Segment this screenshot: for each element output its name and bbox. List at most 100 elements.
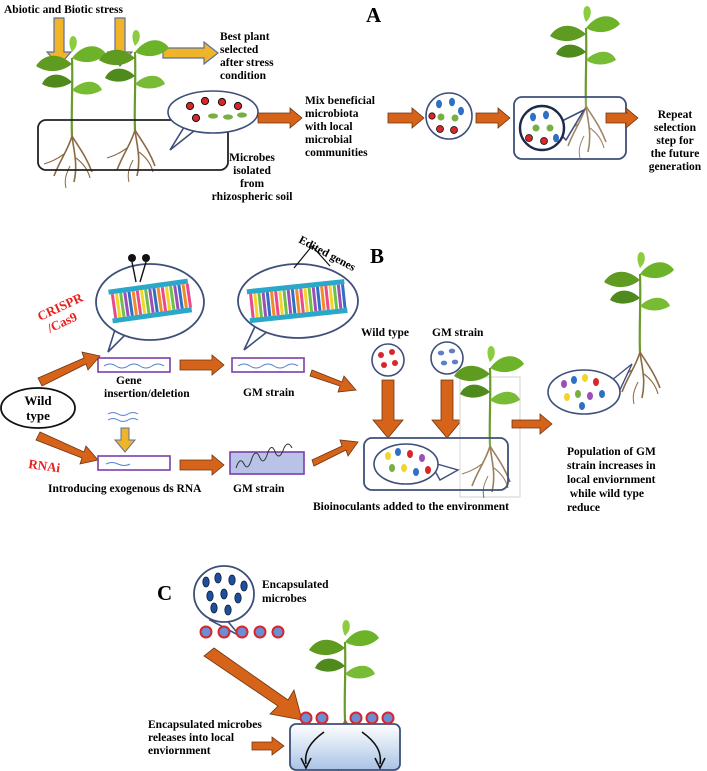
stress-label: Abiotic and Biotic stress bbox=[4, 4, 123, 16]
capsule bbox=[240, 580, 248, 592]
capsule bbox=[220, 588, 228, 600]
gm-strain-top-label: GM strain bbox=[243, 387, 295, 399]
dna-rung bbox=[295, 288, 301, 314]
gm-strain-label: GM strain bbox=[432, 327, 484, 339]
microbe-dot bbox=[389, 349, 395, 355]
dna-rung bbox=[269, 291, 276, 316]
dna-rung bbox=[299, 288, 305, 313]
plant-icon bbox=[34, 34, 108, 190]
dna-rung bbox=[181, 284, 188, 309]
soil-box bbox=[37, 119, 229, 171]
wild-type-oval bbox=[0, 387, 76, 429]
dna-wave bbox=[105, 462, 131, 466]
capsule-bead bbox=[315, 711, 329, 725]
microbe-dot bbox=[378, 352, 384, 358]
dna-ladder bbox=[246, 279, 345, 295]
dna-rung bbox=[169, 285, 176, 310]
release-arrow bbox=[300, 757, 312, 770]
dna-wave bbox=[237, 363, 299, 369]
dsrna-arrow bbox=[113, 427, 137, 453]
dna-rung bbox=[290, 289, 297, 314]
soil-container bbox=[289, 723, 401, 771]
dna-rung bbox=[173, 285, 180, 310]
flow-arrow bbox=[311, 439, 359, 467]
dna-rung bbox=[261, 292, 268, 317]
flow-arrow bbox=[372, 379, 404, 439]
dna-ladder bbox=[108, 278, 189, 295]
dna-ladder bbox=[249, 307, 348, 324]
rnai-arrow bbox=[35, 431, 99, 465]
delivery-arrow bbox=[203, 647, 303, 721]
microbe-dot bbox=[440, 360, 448, 366]
dna-rung bbox=[341, 284, 347, 309]
dna-wave bbox=[103, 363, 165, 369]
dna-rung bbox=[127, 291, 134, 316]
dna-rung bbox=[160, 286, 168, 312]
microbe-cluster bbox=[385, 448, 431, 476]
dna-rung bbox=[164, 286, 172, 311]
dna-rung bbox=[257, 292, 263, 318]
crispr-label: CRISPR/Cas9 bbox=[35, 289, 92, 337]
capsule bbox=[206, 590, 214, 602]
capsule bbox=[202, 576, 210, 588]
release-arrow bbox=[374, 757, 386, 770]
release-arrow bbox=[361, 731, 382, 765]
panel-label-b: B bbox=[370, 244, 384, 268]
capsule bbox=[214, 572, 222, 584]
dna-rung bbox=[123, 292, 130, 317]
flow-arrow bbox=[179, 354, 225, 376]
dna-rung bbox=[307, 287, 314, 312]
microbe-dot bbox=[392, 360, 398, 366]
gene-strip bbox=[97, 357, 171, 373]
dna-rung bbox=[249, 293, 255, 318]
microbe-cluster bbox=[428, 97, 464, 134]
scissors-icon bbox=[128, 254, 136, 262]
flow-arrow bbox=[511, 413, 553, 435]
microbe-bubble bbox=[167, 90, 259, 134]
dna-rung bbox=[152, 288, 159, 313]
dna-rung bbox=[278, 290, 284, 315]
dna-rung bbox=[286, 289, 293, 314]
rnai-label: RNAi bbox=[28, 456, 62, 475]
dna-rung bbox=[185, 283, 193, 308]
flow-arrow bbox=[475, 107, 511, 129]
dna-wave bbox=[235, 443, 293, 469]
dna-rung bbox=[311, 287, 318, 312]
microbe-bubble bbox=[373, 443, 439, 485]
gene-strip bbox=[97, 455, 171, 471]
microbe-dot bbox=[437, 350, 445, 356]
gm-strain-circle bbox=[430, 341, 464, 375]
plant-icon bbox=[97, 28, 171, 184]
flow-arrow bbox=[309, 369, 357, 393]
bioinoculants-label: Bioinoculants added to the environment bbox=[313, 501, 509, 513]
gm-strain-box bbox=[229, 451, 305, 475]
microbe-dot bbox=[451, 359, 459, 365]
panel-label-c: C bbox=[157, 581, 172, 605]
capsule-cluster bbox=[202, 572, 248, 616]
dna-rung bbox=[253, 293, 259, 318]
microbe-cluster bbox=[561, 374, 605, 410]
dna-rung bbox=[119, 292, 126, 317]
capsule-bead bbox=[271, 625, 285, 639]
stress-arrow-left bbox=[45, 17, 73, 67]
flow-arrow bbox=[605, 107, 639, 129]
dsrna-wave bbox=[107, 412, 139, 416]
capsule-bead bbox=[381, 711, 395, 725]
dna-rung bbox=[110, 293, 118, 319]
dna-rung bbox=[324, 285, 330, 311]
microbe-cluster bbox=[185, 96, 247, 123]
dna-rung bbox=[156, 287, 163, 312]
dna-rung bbox=[332, 284, 339, 310]
gene-strip bbox=[231, 357, 305, 373]
bead-row bbox=[299, 711, 395, 725]
dna-rung bbox=[135, 290, 143, 315]
dna-rung bbox=[131, 291, 138, 316]
release-arrow bbox=[304, 731, 325, 765]
capsule-bead bbox=[217, 625, 231, 639]
